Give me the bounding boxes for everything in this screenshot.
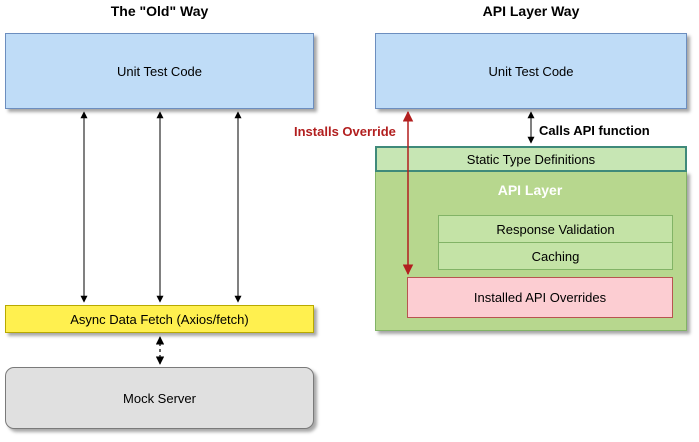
static-types-box: Static Type Definitions [375,146,687,172]
api-way-heading: API Layer Way [482,3,580,19]
async-fetch-box: Async Data Fetch (Axios/fetch) [5,305,314,333]
installed-overrides-box: Installed API Overrides [407,277,673,318]
response-validation-box: Response Validation [438,215,673,243]
api-unit-test-box: Unit Test Code [375,33,687,109]
old-unit-test-box: Unit Test Code [5,33,314,109]
response-validation-label: Response Validation [496,221,615,237]
caching-label: Caching [531,248,580,264]
calls-api-label: Calls API function [539,123,650,138]
api-layer-title: API Layer [497,182,563,198]
installs-override-label: Installs Override [294,124,396,139]
mock-server-box: Mock Server [5,367,314,429]
mock-server-label: Mock Server [123,390,196,406]
installed-overrides-label: Installed API Overrides [473,290,607,305]
caching-box: Caching [438,242,673,270]
old-way-heading: The "Old" Way [110,3,209,19]
api-unit-test-label: Unit Test Code [488,63,574,79]
old-unit-test-label: Unit Test Code [116,63,203,79]
async-fetch-label: Async Data Fetch (Axios/fetch) [70,311,249,327]
static-types-label: Static Type Definitions [466,151,596,167]
